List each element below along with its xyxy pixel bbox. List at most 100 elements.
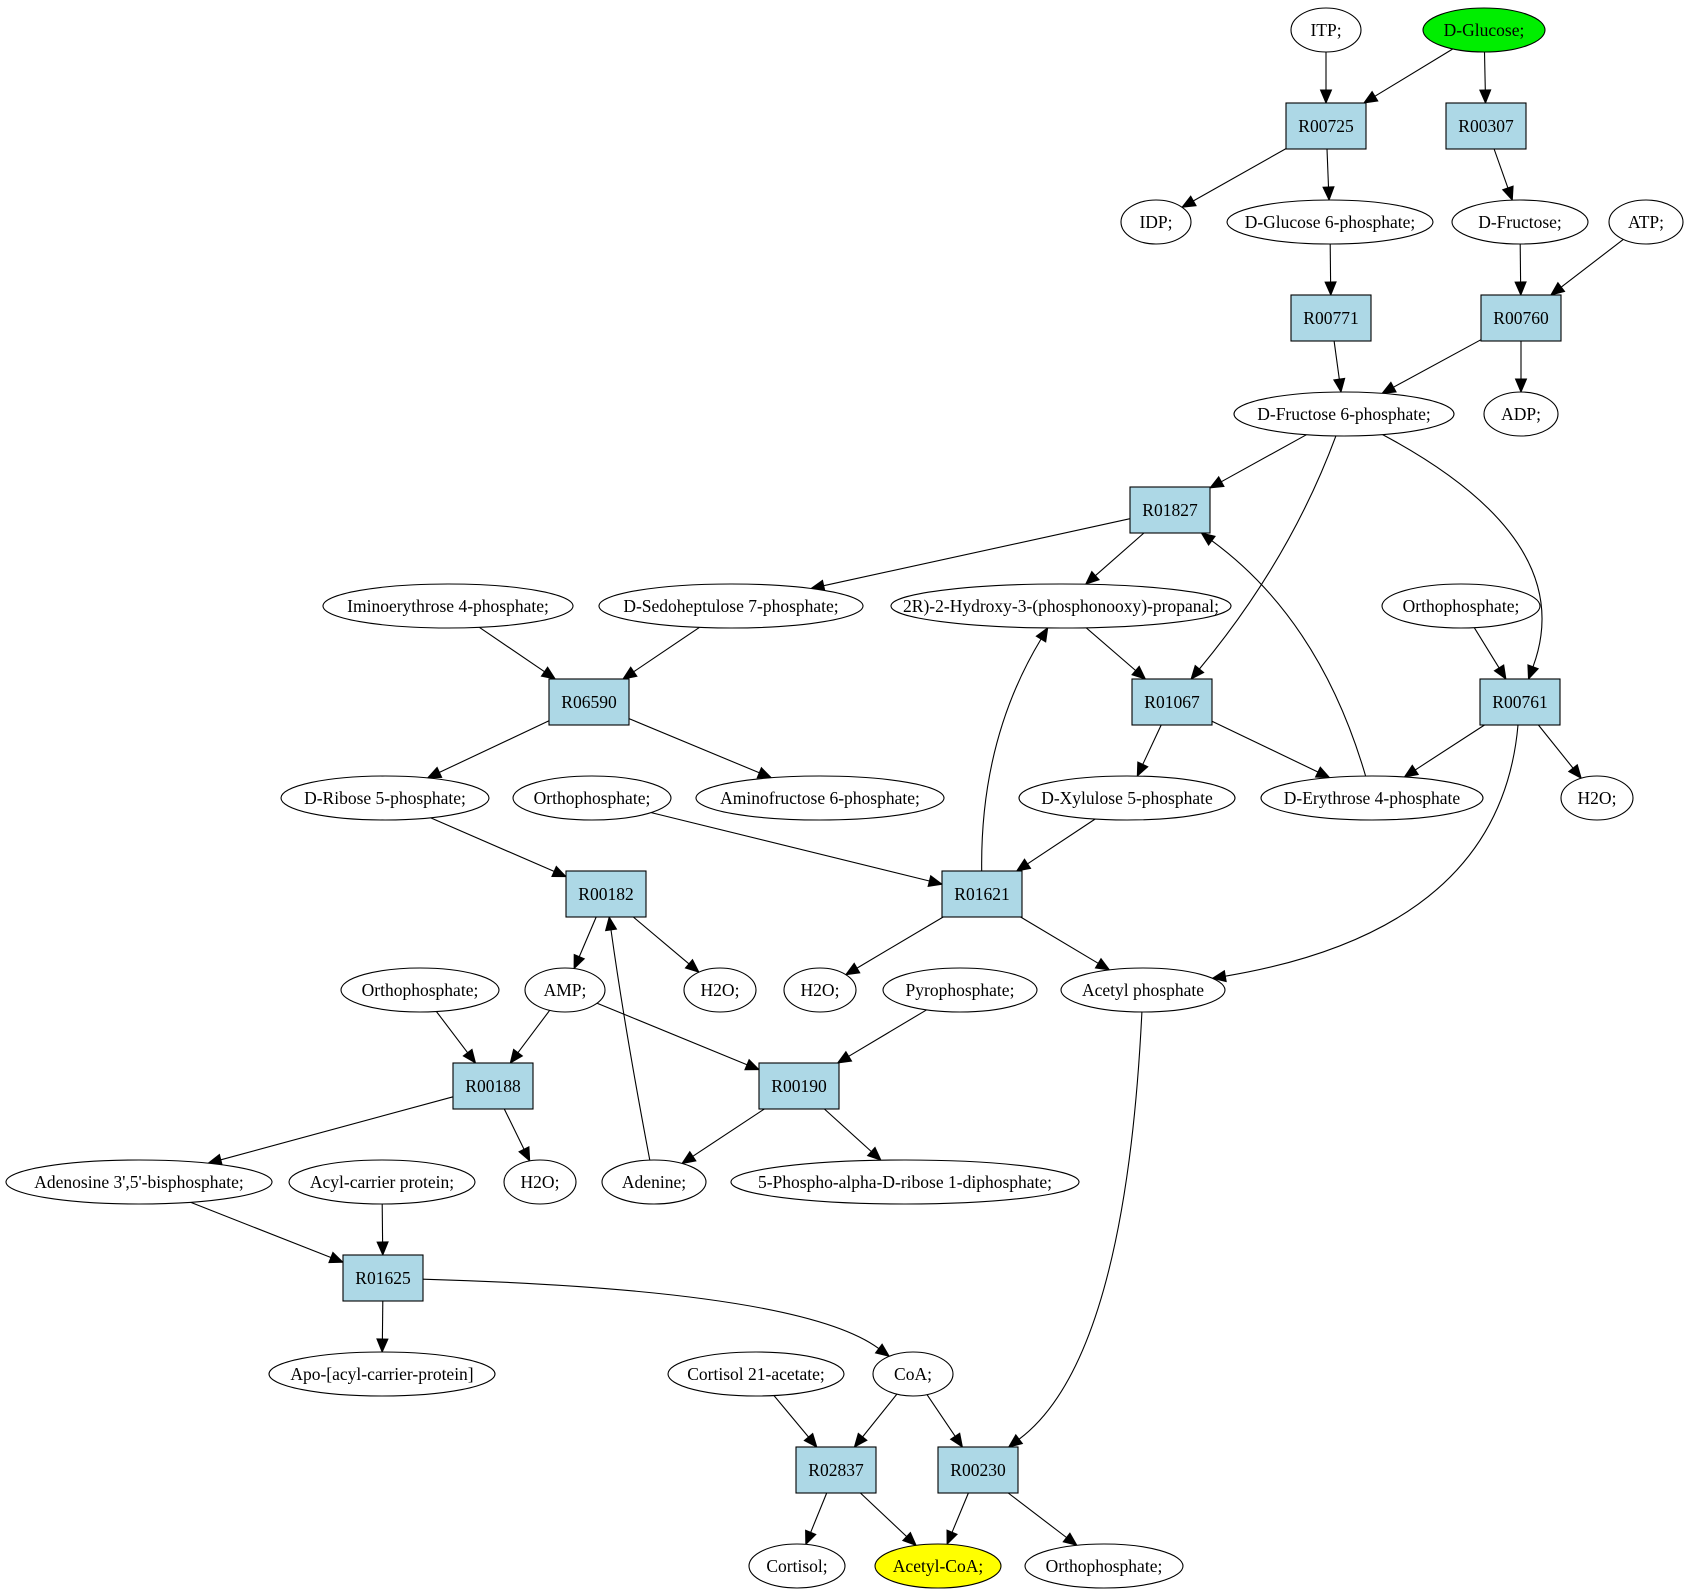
edge-r00230-to-acetyl_coa (951, 1492, 969, 1533)
node-label: R01067 (1144, 692, 1200, 712)
reaction-node-r00760[interactable]: R00760 (1480, 294, 1562, 342)
node-label: Acetyl phosphate (1082, 980, 1204, 1000)
arrowhead-d_fructose_6p-to-r01827 (1208, 475, 1225, 489)
reaction-node-r06590[interactable]: R06590 (548, 678, 630, 726)
metabolite-node-orthophosphate-1[interactable]: Orthophosphate; (1381, 583, 1541, 629)
metabolite-node-d-fructose[interactable]: D-Fructose; (1451, 199, 1589, 245)
reaction-box (1285, 102, 1367, 150)
node-label: R00307 (1458, 116, 1514, 136)
metabolite-node-d-glucose[interactable]: D-Glucose; (1422, 7, 1546, 53)
metabolite-node-cortisol[interactable]: Cortisol; (748, 1543, 846, 1589)
arrowhead-d_fructose_6p-to-r01067 (1190, 664, 1205, 680)
metabolite-node-orthophosphate-4[interactable]: Orthophosphate; (1024, 1543, 1184, 1589)
reaction-node-r00230[interactable]: R00230 (937, 1446, 1019, 1494)
metabolite-node-iminoerythrose-4p[interactable]: Iminoerythrose 4-phosphate; (322, 583, 574, 629)
metabolite-node-d-ribose-5p[interactable]: D-Ribose 5-phosphate; (280, 775, 490, 821)
node-label: ADP; (1501, 404, 1541, 424)
edge-r01067-to-d_xylulose_5p (1142, 724, 1162, 765)
arrowhead-r00182-to-h2o_2 (684, 958, 700, 974)
metabolite-node-itp[interactable]: ITP; (1290, 7, 1362, 53)
reaction-node-r02837[interactable]: R02837 (795, 1446, 877, 1494)
edge-amp-to-r00190 (596, 1002, 748, 1066)
arrowhead-orthophosphate_1-to-r00761 (1493, 664, 1507, 681)
metabolite-node-aminofructose-6p[interactable]: Aminofructose 6-phosphate; (695, 775, 945, 821)
reaction-node-r01827[interactable]: R01827 (1129, 486, 1211, 534)
reaction-node-r00307[interactable]: R00307 (1445, 102, 1527, 150)
metabolite-node-d-sedoheptulose-7p[interactable]: D-Sedoheptulose 7-phosphate; (598, 583, 864, 629)
metabolite-node-apo-acp[interactable]: Apo-[acyl-carrier-protein] (268, 1351, 496, 1397)
metabolite-node-h2o-1[interactable]: H2O; (1560, 775, 1634, 821)
metabolite-node-h2o-3[interactable]: H2O; (783, 967, 857, 1013)
edge-layer (190, 48, 1624, 1547)
node-label: R00190 (771, 1076, 827, 1096)
node-label: R02837 (808, 1460, 864, 1480)
node-label: Orthophosphate; (362, 980, 479, 1000)
metabolite-node-hydroxy-propanal[interactable]: 2R)-2-Hydroxy-3-(phosphonooxy)-propanal; (890, 583, 1232, 629)
metabolite-ellipse (882, 967, 1038, 1013)
metabolite-ellipse (1451, 199, 1589, 245)
node-label: D-Glucose; (1444, 20, 1525, 40)
arrowhead-coa-to-r00230 (949, 1432, 964, 1449)
metabolite-node-d-glucose-6p[interactable]: D-Glucose 6-phosphate; (1226, 199, 1434, 245)
start-metabolite-ellipse (1422, 7, 1546, 53)
metabolite-node-d-xylulose-5p[interactable]: D-Xylulose 5-phosphate (1018, 775, 1236, 821)
metabolite-ellipse (1260, 775, 1484, 821)
metabolite-ellipse (730, 1159, 1080, 1205)
metabolite-ellipse (601, 1159, 707, 1205)
metabolite-node-cortisol-21-acetate[interactable]: Cortisol 21-acetate; (667, 1351, 845, 1397)
metabolite-node-acetyl-phosphate[interactable]: Acetyl phosphate (1060, 967, 1226, 1013)
metabolite-ellipse (1120, 199, 1192, 245)
node-label: Adenine; (622, 1172, 686, 1192)
metabolite-ellipse (5, 1159, 273, 1205)
arrowhead-adenine-to-r00182 (604, 915, 618, 932)
metabolite-ellipse (1060, 967, 1226, 1013)
reaction-node-r01625[interactable]: R01625 (342, 1254, 424, 1302)
metabolite-node-d-fructose-6p[interactable]: D-Fructose 6-phosphate; (1233, 391, 1455, 437)
metabolite-node-pyrophosphate[interactable]: Pyrophosphate; (882, 967, 1038, 1013)
edge-r00761-to-d_erythrose_4p (1415, 724, 1485, 771)
metabolite-node-orthophosphate-2[interactable]: Orthophosphate; (512, 775, 672, 821)
node-label: R00230 (950, 1460, 1006, 1480)
edge-r06590-to-aminofructose_6p (628, 718, 760, 774)
arrowhead-d_fructose-to-r00760 (1514, 281, 1527, 297)
node-label: ITP; (1310, 20, 1341, 40)
metabolite-node-idp[interactable]: IDP; (1120, 199, 1192, 245)
metabolite-ellipse (322, 583, 574, 629)
metabolite-node-acetyl-coa[interactable]: Acetyl-CoA; (874, 1543, 1002, 1589)
reaction-node-r00771[interactable]: R00771 (1290, 294, 1372, 342)
metabolite-node-amp[interactable]: AMP; (524, 967, 606, 1013)
metabolite-node-orthophosphate-3[interactable]: Orthophosphate; (340, 967, 500, 1013)
node-label: IDP; (1139, 212, 1172, 232)
arrowhead-d_fructose_6p-to-r00761 (1527, 664, 1540, 681)
reaction-node-r00188[interactable]: R00188 (452, 1062, 534, 1110)
metabolite-node-acyl-carrier-protein[interactable]: Acyl-carrier protein; (288, 1159, 476, 1205)
metabolite-node-atp[interactable]: ATP; (1608, 199, 1684, 245)
metabolite-ellipse (872, 1351, 954, 1397)
reaction-node-r00761[interactable]: R00761 (1479, 678, 1561, 726)
node-label: ATP; (1628, 212, 1664, 232)
edge-r00760-to-d_fructose_6p (1393, 339, 1482, 388)
metabolite-node-h2o-2[interactable]: H2O; (683, 967, 757, 1013)
node-label: D-Fructose 6-phosphate; (1257, 404, 1431, 424)
metabolite-node-adenosine-bisp[interactable]: Adenosine 3',5'-bisphosphate; (5, 1159, 273, 1205)
reaction-node-r00725[interactable]: R00725 (1285, 102, 1367, 150)
node-label: 5-Phospho-alpha-D-ribose 1-diphosphate; (758, 1172, 1052, 1192)
reaction-node-r01621[interactable]: R01621 (941, 870, 1023, 918)
metabolite-ellipse (1290, 7, 1362, 53)
metabolite-node-adp[interactable]: ADP; (1483, 391, 1559, 437)
edge-orthophosphate_1-to-r00761 (1473, 627, 1500, 669)
reaction-node-r00190[interactable]: R00190 (758, 1062, 840, 1110)
metabolite-node-h2o-4[interactable]: H2O; (503, 1159, 577, 1205)
metabolite-node-prpp[interactable]: 5-Phospho-alpha-D-ribose 1-diphosphate; (730, 1159, 1080, 1205)
metabolite-node-adenine[interactable]: Adenine; (601, 1159, 707, 1205)
edge-iminoerythrose_4p-to-r06590 (478, 626, 545, 673)
edge-cortisol_21_acetate-to-r02837 (773, 1395, 809, 1438)
arrowhead-d_glucose-to-r00725 (1362, 90, 1379, 104)
reaction-box (1445, 102, 1527, 150)
metabolite-node-coa[interactable]: CoA; (872, 1351, 954, 1397)
metabolite-node-d-erythrose-4p[interactable]: D-Erythrose 4-phosphate (1260, 775, 1484, 821)
reaction-node-r01067[interactable]: R01067 (1131, 678, 1213, 726)
arrowhead-r01625-to-apo_acp (376, 1338, 389, 1354)
reaction-node-r00182[interactable]: R00182 (565, 870, 647, 918)
